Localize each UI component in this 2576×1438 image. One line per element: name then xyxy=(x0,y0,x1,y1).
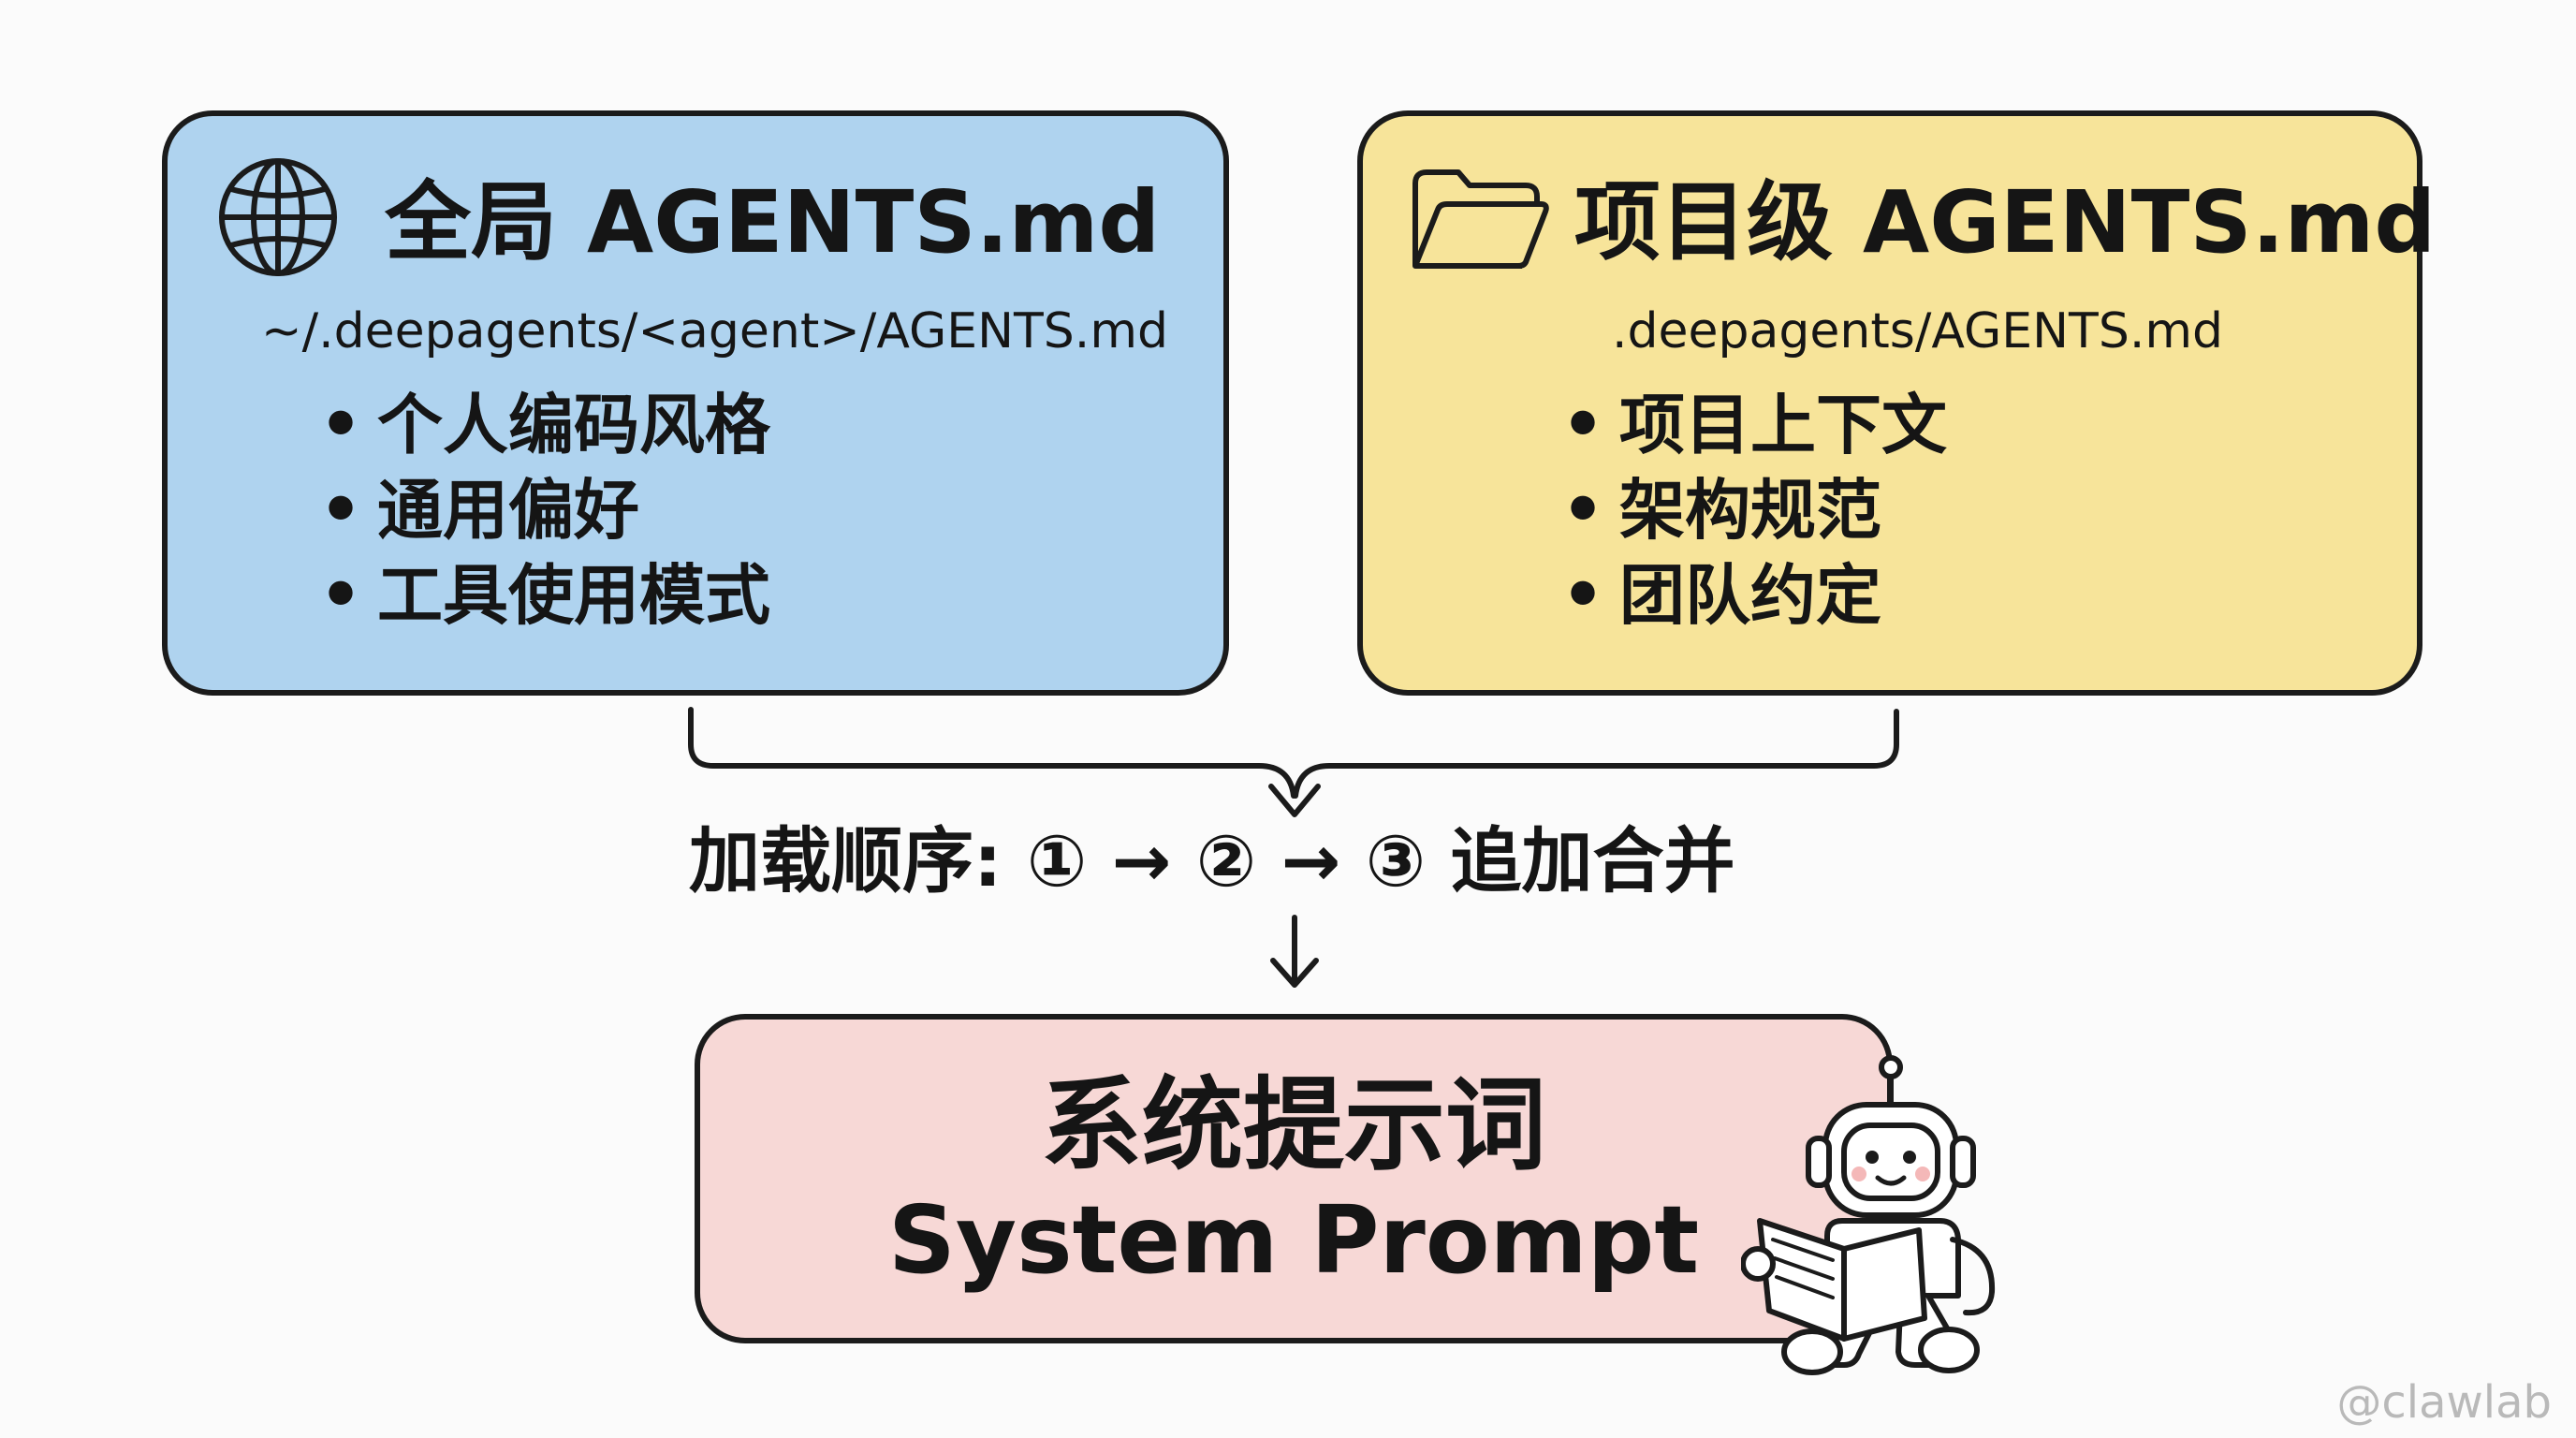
project-card-path: .deepagents/AGENTS.md xyxy=(1612,303,2224,360)
left-connector xyxy=(688,707,1296,799)
global-card-path: ~/.deepagents/<agent>/AGENTS.md xyxy=(261,303,1168,360)
system-prompt-card: 系统提示词 System Prompt xyxy=(695,1014,1893,1343)
global-agents-card: 全局 AGENTS.md ~/.deepagents/<agent>/AGENT… xyxy=(162,110,1229,696)
right-connector xyxy=(1293,709,1899,799)
system-prompt-title-en: System Prompt xyxy=(887,1185,1700,1295)
down-arrowhead xyxy=(1270,958,1319,988)
list-item: 项目上下文 xyxy=(1561,382,1947,467)
system-prompt-title-cn: 系统提示词 xyxy=(1040,1067,1546,1184)
merge-arrowhead xyxy=(1268,784,1321,817)
load-order-label: 加载顺序: ① → ② → ③ 追加合并 xyxy=(689,819,1735,902)
folder-icon xyxy=(1412,169,1549,269)
project-card-title: 项目级 AGENTS.md xyxy=(1574,172,2437,272)
reading-robot-icon xyxy=(1741,1055,1996,1375)
list-item: 通用偏好 xyxy=(319,467,770,552)
list-item: 工具使用模式 xyxy=(319,552,770,638)
list-item: 团队约定 xyxy=(1561,552,1947,638)
watermark: @clawlab xyxy=(2336,1376,2552,1429)
list-item: 个人编码风格 xyxy=(319,382,770,467)
global-card-title: 全局 AGENTS.md xyxy=(385,172,1161,272)
list-item: 架构规范 xyxy=(1561,467,1947,552)
global-card-list: 个人编码风格 通用偏好 工具使用模式 xyxy=(319,382,770,638)
project-card-list: 项目上下文 架构规范 团队约定 xyxy=(1561,382,1947,638)
project-agents-card: 项目级 AGENTS.md .deepagents/AGENTS.md 项目上下… xyxy=(1357,110,2436,696)
globe-icon xyxy=(219,158,337,276)
